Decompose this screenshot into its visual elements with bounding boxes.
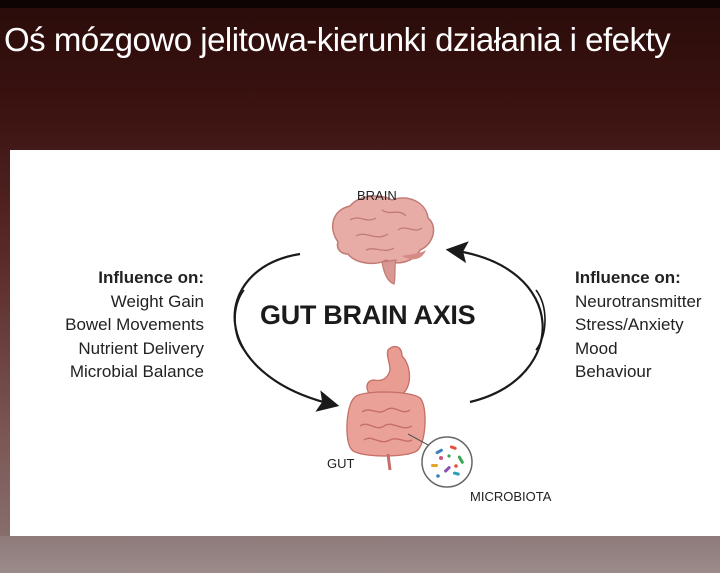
- microbiota-label: MICROBIOTA: [470, 489, 552, 504]
- bottom-band: [0, 536, 720, 573]
- diagram-card: BRAIN GUT MICROBIOTA GUT BRAIN AXIS Infl…: [10, 150, 720, 536]
- gut-icon: [346, 345, 426, 471]
- microbiota-connector: [407, 433, 431, 447]
- left-list-item: Microbial Balance: [69, 362, 204, 381]
- right-list-item: Neurotransmitter: [575, 291, 702, 311]
- right-list-item: Behaviour: [575, 362, 652, 381]
- left-list-item: Weight Gain: [110, 291, 204, 311]
- right-list-item: Mood: [575, 338, 618, 358]
- left-influence-list: Influence on: Weight Gain Bowel Movement…: [65, 266, 204, 384]
- arrow-gut-to-brain: [445, 241, 544, 404]
- slide-title: Oś mózgowo jelitowa-kierunki działania i…: [4, 21, 671, 58]
- left-list-heading: Influence on:: [98, 268, 204, 287]
- brain-icon: [331, 195, 435, 285]
- microbiota-icon: [421, 436, 473, 488]
- left-list-item: Nutrient Delivery: [78, 338, 204, 358]
- gut-brain-diagram: [233, 195, 546, 488]
- right-list-heading: Influence on:: [575, 268, 681, 287]
- top-strip: [0, 0, 720, 8]
- right-influence-list: Influence on: Neurotransmitter Stress/An…: [575, 266, 702, 384]
- brain-label: BRAIN: [357, 188, 397, 203]
- left-bracket: [234, 289, 245, 351]
- gut-label: GUT: [327, 456, 355, 471]
- right-list-item: Stress/Anxiety: [575, 315, 684, 334]
- right-bracket: [535, 289, 546, 351]
- left-list-item: Bowel Movements: [65, 315, 204, 334]
- axis-title: GUT BRAIN AXIS: [260, 300, 476, 330]
